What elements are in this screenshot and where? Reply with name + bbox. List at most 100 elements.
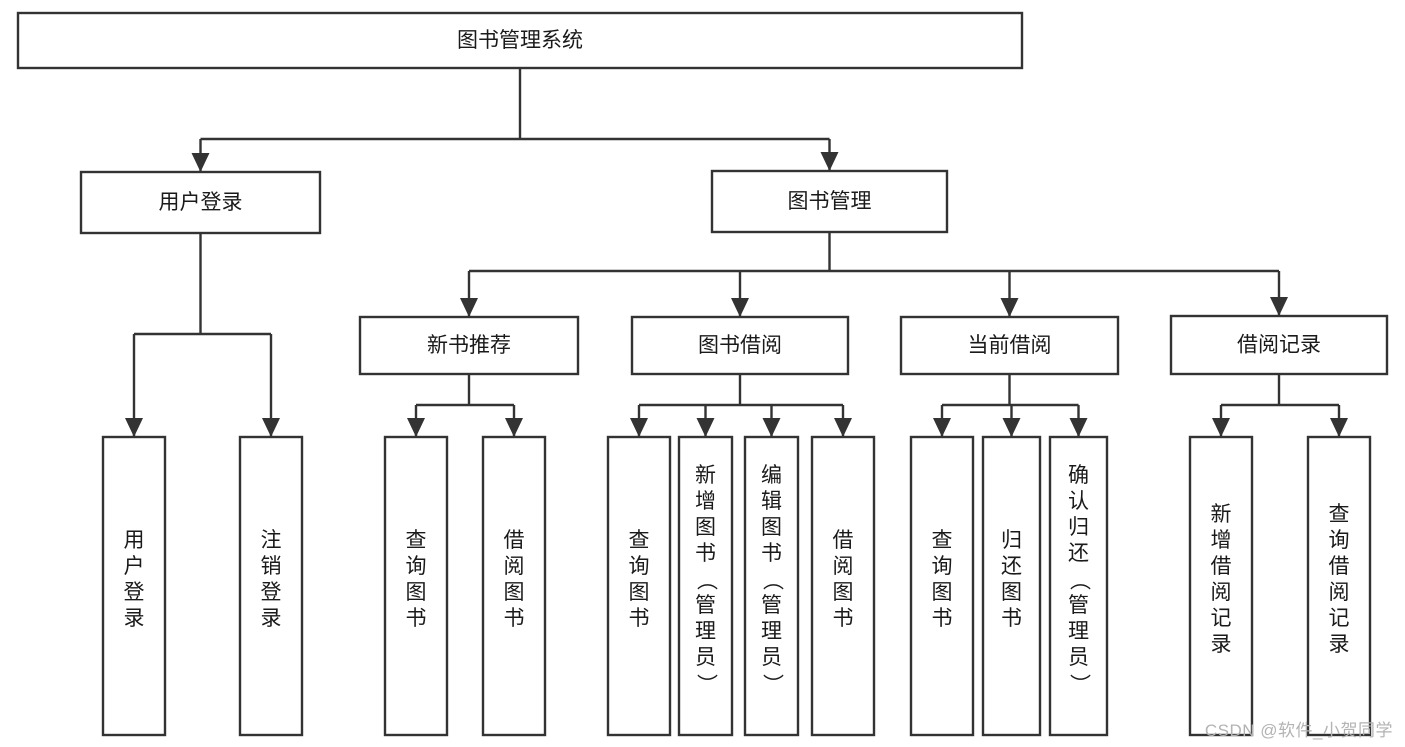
arrow-head-icon (460, 298, 478, 317)
node-leaf-borrow-book-2-label-char: 借 (833, 529, 854, 552)
node-leaf-query-record-label-char: 借 (1329, 555, 1350, 578)
node-leaf-confirm-return-label-char: ） (1068, 674, 1091, 695)
node-leaf-borrow-book-2-rect (810, 435, 876, 737)
node-user-login-label: 用户登录 (159, 191, 243, 214)
node-leaf-query-record-rect (1306, 435, 1372, 737)
arrow-head-icon (834, 418, 852, 437)
arrow-head-icon (696, 418, 715, 437)
node-leaf-return-book-label-char: 书 (1001, 607, 1022, 630)
node-leaf-query-book-3-label-char: 查 (932, 529, 953, 552)
node-new-book-rec[interactable]: 新书推荐 (358, 315, 580, 376)
node-book-manage[interactable]: 图书管理 (710, 169, 949, 234)
arrow-head-icon (407, 418, 425, 437)
node-leaf-query-book-1-label-char: 书 (406, 607, 427, 630)
node-leaf-edit-book-label-char: 辑 (761, 490, 782, 513)
arrow-head-icon (630, 418, 648, 437)
node-leaf-edit-book-label-char: 图 (761, 516, 782, 539)
arrow-head-icon (762, 418, 781, 437)
node-current-borrow-label: 当前借阅 (968, 334, 1052, 357)
node-leaf-query-record-label-char: 询 (1329, 529, 1350, 552)
node-root-图书管理系统[interactable]: 图书管理系统 (16, 11, 1024, 70)
node-leaf-add-book-label-char: 书 (695, 542, 716, 565)
node-leaf-query-book-2-label-char: 图 (629, 581, 650, 604)
node-leaf-add-book-label-char: 新 (695, 464, 716, 487)
node-new-book-rec-rect (358, 315, 580, 376)
node-leaf-confirm-return-label-char: 理 (1068, 620, 1089, 643)
node-leaf-add-record-label-char: 借 (1211, 555, 1232, 578)
arrow-head-icon (933, 418, 951, 437)
node-leaf-confirm-return-label-char: 认 (1068, 490, 1089, 513)
node-leaf-borrow-book-1-label-char: 借 (504, 529, 525, 552)
node-leaf-user-login-label-char: 用 (124, 529, 145, 552)
node-leaf-return-book-label-char: 归 (1001, 529, 1022, 552)
node-leaf-add-book-label-char: （ (695, 570, 718, 591)
node-leaf-add-record-label-char: 增 (1211, 529, 1232, 552)
node-leaf-edit-book-label-char: （ (761, 570, 784, 591)
node-leaf-return-book-rect (981, 435, 1042, 737)
node-leaf-logout-label-char: 录 (261, 607, 282, 630)
arrow-head-icon (191, 153, 210, 172)
node-leaf-query-book-1-label-char: 图 (406, 581, 427, 604)
node-borrow-record[interactable]: 借阅记录 (1169, 314, 1389, 376)
node-leaf-logout-label-char: 销 (261, 555, 282, 578)
node-leaf-query-book-2-label-char: 书 (629, 607, 650, 630)
node-leaf-user-login-label-char: 户 (124, 555, 145, 578)
node-leaf-user-login-label-char: 登 (124, 581, 145, 604)
node-root-图书管理系统-rect (16, 11, 1024, 70)
node-leaf-user-login[interactable]: 用户登录 (101, 435, 167, 737)
node-user-login[interactable]: 用户登录 (79, 170, 322, 235)
node-leaf-confirm-return-label-char: （ (1068, 570, 1091, 591)
node-leaf-confirm-return-rect (1048, 435, 1109, 737)
arrow-head-icon (1069, 418, 1088, 437)
node-book-borrow[interactable]: 图书借阅 (630, 315, 850, 376)
node-leaf-add-book-label-char: ） (695, 674, 718, 695)
node-book-borrow-label: 图书借阅 (698, 334, 782, 357)
node-leaf-add-book-label-char: 理 (695, 620, 716, 643)
node-leaf-borrow-book-2-label-char: 图 (833, 581, 854, 604)
node-leaf-edit-book-label-char: 书 (761, 542, 782, 565)
node-leaf-query-book-3-label-char: 询 (932, 555, 953, 578)
node-leaf-query-record-label-char: 查 (1329, 503, 1350, 526)
node-leaf-query-book-3-rect (909, 435, 975, 737)
node-leaf-return-book-label-char: 图 (1001, 581, 1022, 604)
arrow-head-icon (731, 298, 749, 317)
node-leaf-edit-book-label-char: ） (761, 674, 784, 695)
node-leaf-logout-label-char: 注 (261, 529, 282, 552)
node-leaf-return-book-label-char: 还 (1001, 555, 1022, 578)
node-leaf-query-book-2-rect (606, 435, 672, 737)
node-book-manage-label: 图书管理 (788, 190, 872, 213)
node-leaf-logout-rect (238, 435, 304, 737)
node-leaf-borrow-book-1-label-char: 阅 (504, 555, 525, 578)
arrow-head-icon (125, 418, 143, 437)
node-borrow-record-label: 借阅记录 (1237, 334, 1321, 357)
node-root-图书管理系统-label: 图书管理系统 (457, 29, 583, 52)
node-leaf-query-book-2-label-char: 查 (629, 529, 650, 552)
node-leaf-confirm-return-label-char: 员 (1068, 646, 1089, 669)
node-leaf-query-book-1-label-char: 查 (406, 529, 427, 552)
node-leaf-add-book-label-char: 增 (695, 490, 716, 513)
node-leaf-add-record-rect (1188, 435, 1254, 737)
node-leaf-confirm-return-label-char: 管 (1068, 594, 1089, 617)
watermark-label: CSDN @软件_小贺同学 (1204, 721, 1393, 740)
node-current-borrow[interactable]: 当前借阅 (899, 315, 1120, 376)
arrow-head-icon (505, 418, 523, 437)
connectors-layer (125, 68, 1348, 437)
node-leaf-query-book-1-label-char: 询 (406, 555, 427, 578)
node-leaf-query-record-label-char: 阅 (1329, 581, 1350, 604)
arrow-head-icon (820, 152, 839, 171)
node-leaf-edit-book-label-char: 编 (761, 464, 782, 487)
boxes-layer: 图书管理系统用户登录图书管理新书推荐图书借阅当前借阅借阅记录用户登录注销登录查询… (16, 11, 1389, 737)
